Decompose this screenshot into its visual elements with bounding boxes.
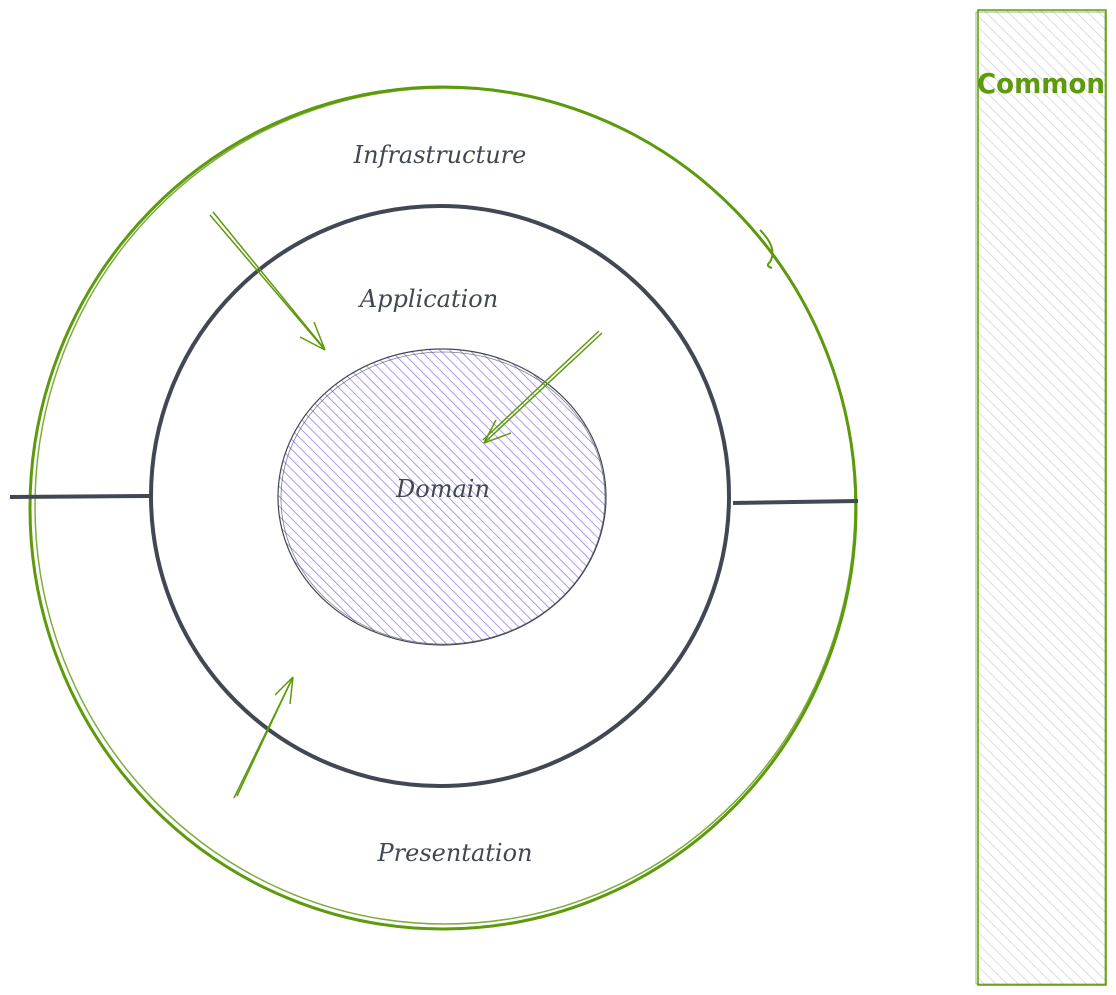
arrow-presentation-to-domain [233,676,294,799]
application-ring [149,204,731,788]
domain-label: Domain [395,475,490,503]
outer-ring [28,85,858,931]
domain-core [277,348,607,646]
infrastructure-label: Infrastructure [353,141,527,169]
ring-divider [9,494,859,505]
application-label: Application [358,285,498,313]
common-column [975,9,1107,986]
arrow-infrastructure-to-domain [209,211,326,351]
arrow-application-to-domain [482,330,603,444]
common-label: Common [977,67,1105,100]
presentation-label: Presentation [377,839,533,867]
